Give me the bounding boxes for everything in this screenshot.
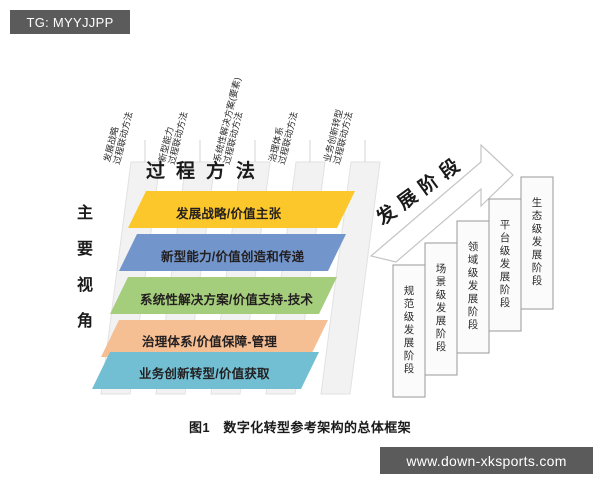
perspective-bands: [92, 191, 355, 389]
perspective-band-label-3: 系统性解决方案/价值支持-技术: [140, 293, 314, 307]
stage-banner-arrow: [369, 143, 514, 263]
perspective-band-3: [110, 277, 337, 314]
perspective-axis-char: 要: [76, 241, 93, 258]
figure-caption: 图1 数字化转型参考架构的总体框架: [188, 420, 412, 435]
perspective-axis-char: 主: [76, 205, 93, 222]
perspective-axis-char: 视: [76, 277, 93, 294]
stage-box-1: [392, 264, 426, 398]
stage-box-2: [424, 242, 458, 376]
perspective-band-2: [119, 234, 346, 271]
stage-box-label-2: 场景级发展阶段: [435, 263, 447, 353]
process-axis-title: 过程方法: [146, 161, 267, 182]
watermark-bottom-right: www.down-xksports.com: [380, 447, 593, 474]
process-column-panel: [320, 161, 381, 395]
perspective-band-label-1: 发展战略/价值主张: [176, 207, 282, 221]
stage-box-label-4: 平台级发展阶段: [499, 219, 511, 309]
stage-box-label-3: 领域级发展阶段: [467, 241, 479, 331]
perspective-band-label-5: 业务创新转型/价值获取: [139, 367, 270, 381]
perspective-band-label-4: 治理体系/价值保障-管理: [142, 335, 278, 349]
perspective-band-1: [128, 191, 355, 228]
watermark-top-left: TG: MYYJJPP: [10, 10, 130, 34]
perspective-band-4: [101, 320, 328, 357]
perspective-axis-title: 主 要 视 角: [72, 196, 98, 340]
stage-box-4: [488, 198, 522, 332]
stage-boxes: [392, 176, 554, 398]
label-leader-lines: [144, 140, 366, 162]
stage-banner-shape: [369, 143, 514, 263]
perspective-band-label-2: 新型能力/价值创造和传递: [161, 250, 305, 264]
stage-box-label-1: 规范级发展阶段: [403, 285, 415, 375]
stage-box-5: [520, 176, 554, 310]
perspective-axis-char: 角: [76, 313, 93, 330]
perspective-band-5: [92, 352, 319, 389]
stage-box-label-5: 生态级发展阶段: [531, 197, 543, 287]
